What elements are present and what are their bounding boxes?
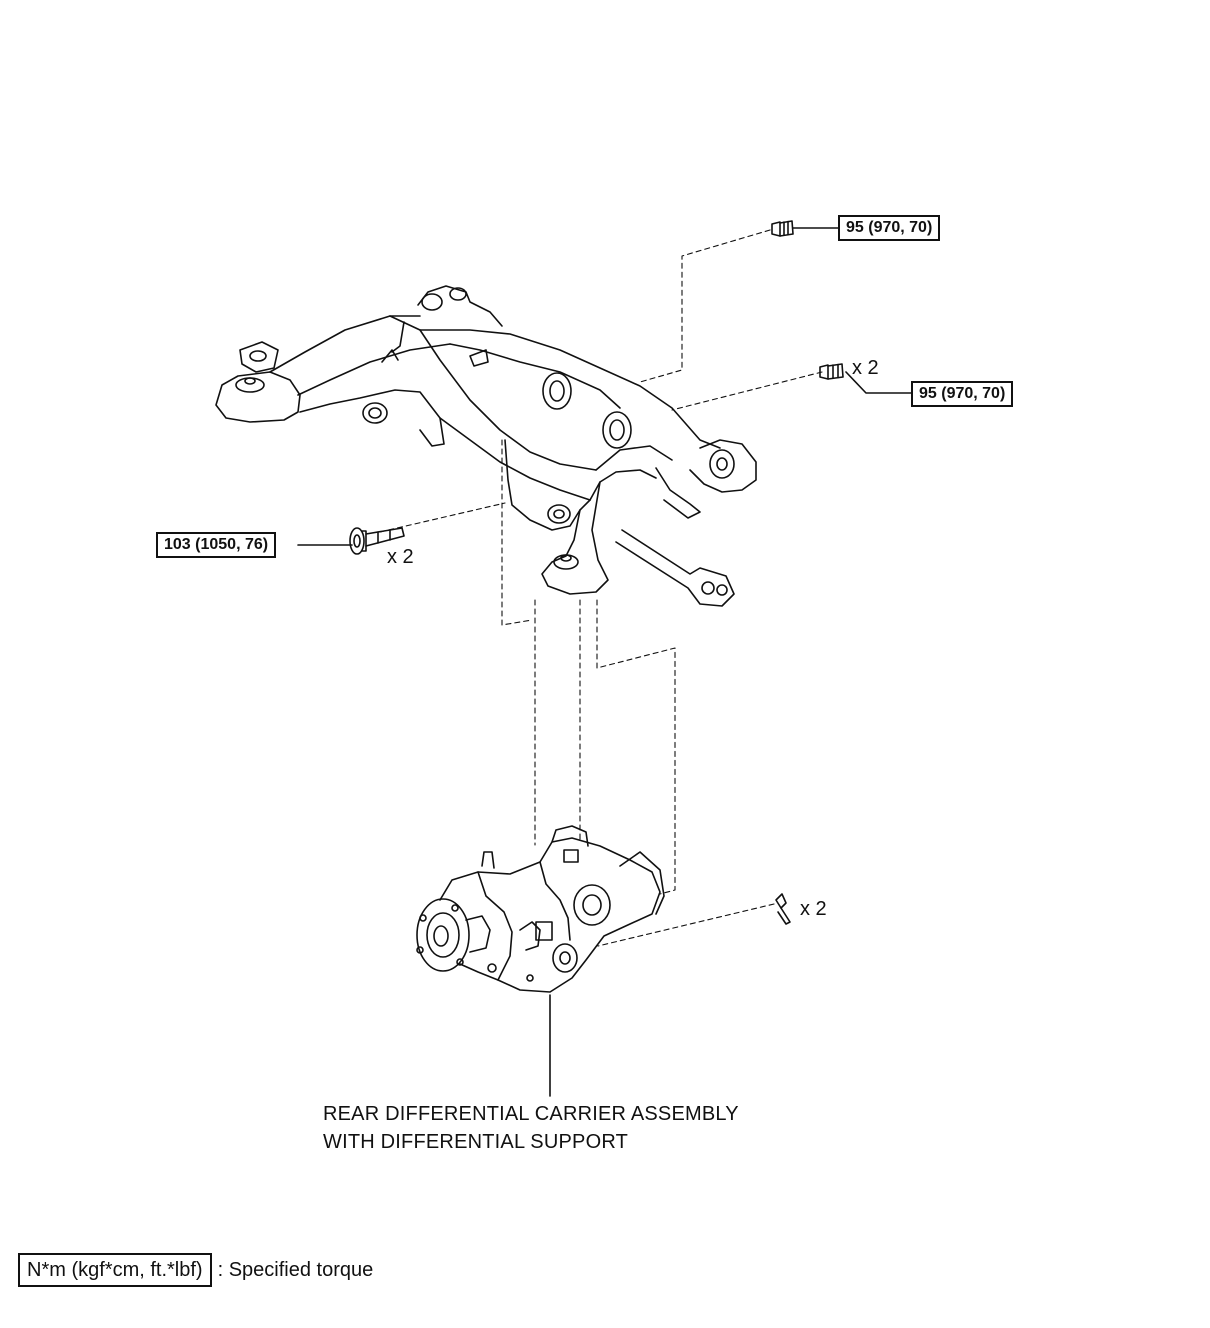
guide-front-bolt [379, 502, 506, 533]
suspension-member-icon [215, 285, 757, 607]
guide-lines [379, 229, 823, 947]
legend-description: : Specified torque [217, 1259, 374, 1281]
top-bolt-torque-callout: 95 (970, 70) [838, 215, 941, 241]
top-bolt-torque-value: 95 (970, 70) [846, 219, 933, 236]
guide-side-bolt [671, 371, 823, 411]
leader-lines [297, 227, 913, 1097]
guide-nut [597, 903, 775, 947]
guide-top-bolt [639, 229, 771, 383]
part-label: REAR DIFFERENTIAL CARRIER ASSEMBLY WITH … [323, 1100, 739, 1156]
part-label-line2: WITH DIFFERENTIAL SUPPORT [323, 1131, 629, 1153]
legend-unit-box: N*m (kgf*cm, ft.*lbf) [18, 1253, 212, 1287]
guide-right-vert [596, 599, 676, 895]
nut-icon [775, 893, 791, 925]
side-bolt-torque-callout: 95 (970, 70) [911, 381, 1014, 407]
differential-carrier-icon [416, 825, 665, 993]
torque-legend: N*m (kgf*cm, ft.*lbf) : Specified torque [18, 1252, 373, 1288]
nut-quantity: x 2 [800, 898, 827, 920]
front-bolt-torque-callout: 103 (1050, 76) [156, 532, 277, 558]
top-bolt-icon [771, 220, 794, 237]
side-bolt-icon [819, 363, 844, 380]
guide-left-frame [501, 439, 533, 626]
side-bolt-quantity: x 2 [852, 357, 879, 379]
part-label-line1: REAR DIFFERENTIAL CARRIER ASSEMBLY [323, 1103, 739, 1125]
side-bolt-torque-value: 95 (970, 70) [919, 385, 1006, 402]
front-bolt-torque-value: 103 (1050, 76) [164, 536, 269, 553]
front-bolt-icon [349, 527, 405, 555]
front-bolt-quantity: x 2 [387, 546, 414, 568]
